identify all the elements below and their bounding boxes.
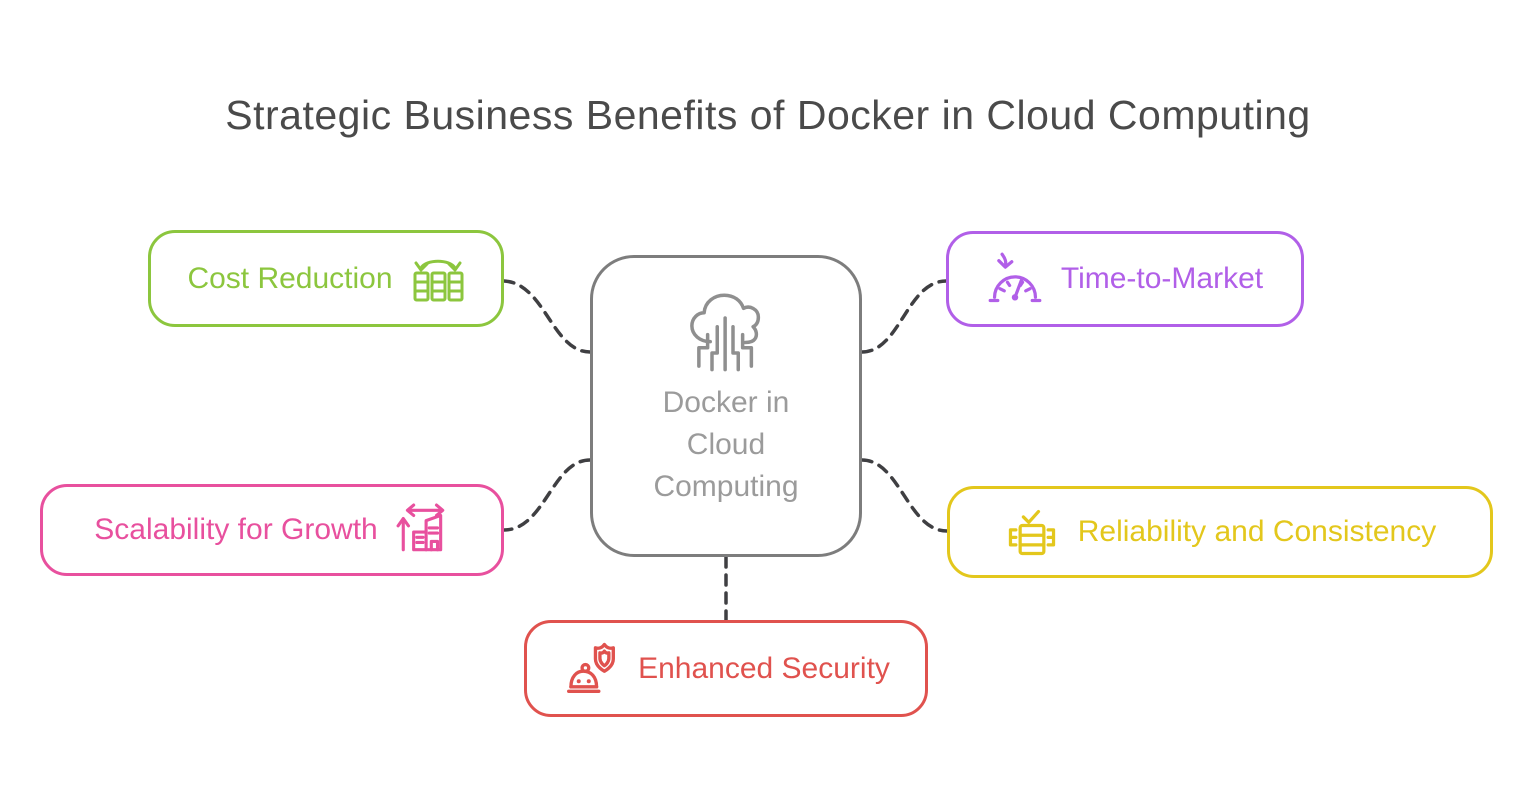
speedometer-icon <box>987 251 1043 307</box>
checked-server-stack-icon <box>1004 507 1060 557</box>
center-node-label: Docker in Cloud Computing <box>653 386 799 503</box>
node-scalability-for-growth: Scalability for Growth <box>40 484 504 576</box>
node-scalability-for-growth-label: Scalability for Growth <box>94 513 378 546</box>
connector-cost-to-center <box>502 279 592 354</box>
connector-center-to-time <box>860 279 948 354</box>
coin-stacks-cycle-icon <box>411 254 465 304</box>
node-time-to-market-label: Time-to-Market <box>1060 262 1264 295</box>
shield-robot-icon <box>562 640 620 698</box>
node-enhanced-security: Enhanced Security <box>524 620 928 717</box>
node-time-to-market: Time-to-Market <box>946 231 1304 327</box>
connector-center-to-scalability <box>502 458 592 532</box>
connector-center-to-reliability <box>860 458 949 533</box>
node-reliability-and-consistency: Reliability and Consistency <box>947 486 1493 578</box>
node-reliability-and-consistency-label: Reliability and Consistency <box>1077 515 1437 548</box>
diagram-title: Strategic Business Benefits of Docker in… <box>225 92 1311 138</box>
cloud-circuit-icon <box>684 286 768 378</box>
center-node-docker-in-cloud-computing: Docker in Cloud Computing <box>590 255 862 557</box>
node-cost-reduction: Cost Reduction <box>148 230 504 327</box>
building-growth-arrows-icon <box>396 503 450 557</box>
node-enhanced-security-label: Enhanced Security <box>638 651 890 685</box>
node-cost-reduction-label: Cost Reduction <box>187 261 393 295</box>
